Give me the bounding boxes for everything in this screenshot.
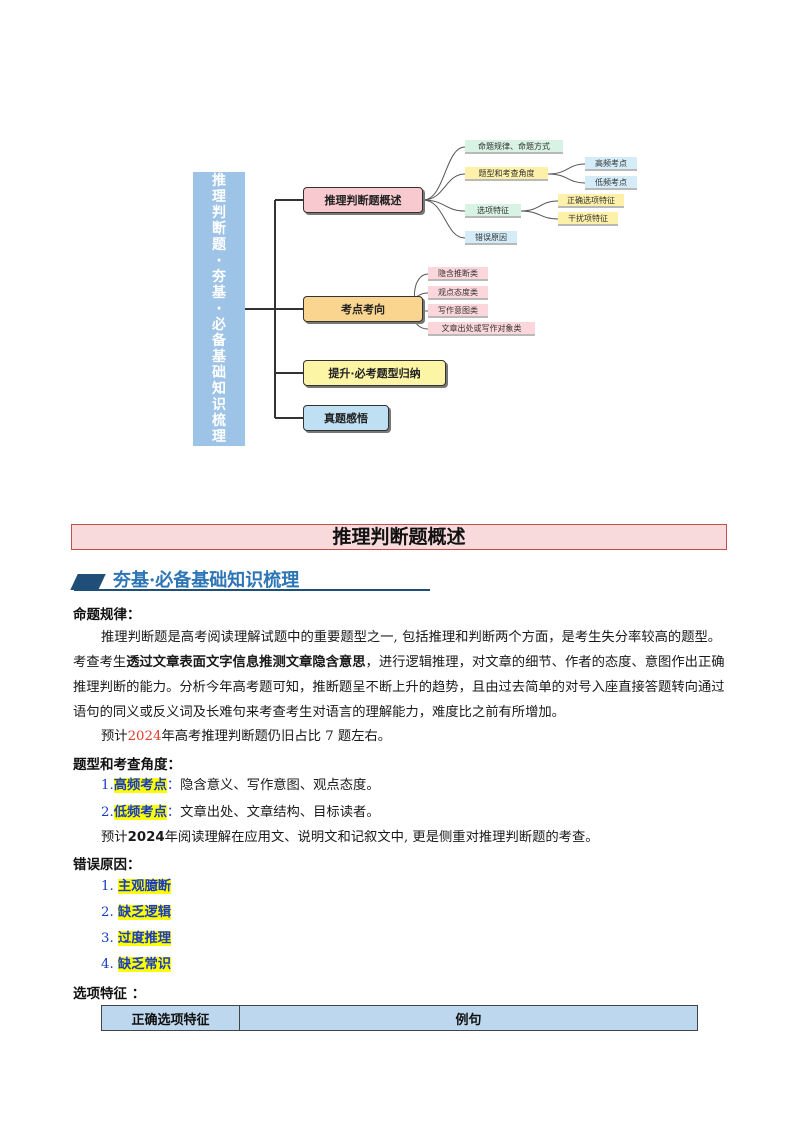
leaf-xiezuo: 写作意图类	[428, 304, 488, 318]
error-item: 1. 主观臆断	[101, 874, 172, 899]
branch-kaodian-label: 考点考向	[341, 303, 385, 316]
low-freq-label: 低频考点	[113, 805, 167, 820]
error-item: 3. 过度推理	[101, 926, 172, 951]
leaf-label: 观点态度类	[438, 287, 478, 297]
option-table: 正确选项特征 例句	[101, 1005, 698, 1031]
leaf-ganrao: 干扰项特征	[558, 212, 618, 226]
angle-label: 题型和考查角度：	[73, 757, 181, 773]
subheading: 夯基·必备基础知识梳理	[113, 570, 300, 591]
list-number: 2.	[101, 805, 114, 820]
mind-map-root: 推理判断题·夯基·必备基础知识梳理	[193, 172, 245, 446]
forecast-text: 年阅读理解在应用文、说明文和记叙文中, 更是侧重对推理判断题的考查。	[164, 830, 599, 845]
leaf-dipin: 低频考点	[585, 176, 637, 190]
leaf-label: 文章出处或写作对象类	[441, 323, 522, 333]
leaf-tixing-jiaodu: 题型和考查角度	[465, 167, 548, 181]
leaf-mingti-guilv: 命题规律、命题方式	[465, 140, 563, 154]
leaf-label: 选项特征	[477, 205, 509, 215]
angle-forecast: 预计2024年阅读理解在应用文、说明文和记叙文中, 更是侧重对推理判断题的考查。	[101, 825, 599, 850]
rule-emphasis: 透过文章表面文字信息推测文章隐含意思	[126, 655, 366, 670]
error-item: 4. 缺乏常识	[101, 952, 172, 977]
high-freq-line: 1.高频考点：隐含意义、写作意图、观点态度。	[101, 773, 380, 798]
forecast-text: 预计	[101, 729, 128, 744]
leaf-xuanxiang-tezheng: 选项特征	[465, 204, 521, 218]
error-text: 缺乏常识	[117, 957, 172, 972]
list-number: 3.	[101, 931, 114, 946]
leaf-label: 正确选项特征	[567, 195, 615, 205]
leaf-chuchu: 文章出处或写作对象类	[428, 322, 535, 336]
colon: ：	[166, 805, 181, 820]
leaf-cuowu-yuanyin: 错误原因	[465, 231, 517, 245]
leaf-label: 命题规律、命题方式	[478, 141, 550, 151]
table-header-row: 正确选项特征 例句	[101, 1005, 698, 1031]
leaf-guandian: 观点态度类	[428, 286, 488, 300]
leaf-gaopin: 高频考点	[585, 157, 637, 171]
rule-text: ，进行逻辑推理，对文章的细节、作者的态度、意图作出正确推理判断的能力。分析今年高…	[73, 655, 725, 720]
mind-map-root-label: 推理判断题·夯基·必备基础知识梳理	[212, 173, 226, 445]
forecast-text: 预计	[101, 830, 128, 845]
mind-map-connectors	[245, 146, 586, 419]
branch-overview-label: 推理判断题概述	[324, 194, 402, 207]
subheading-underline	[74, 589, 430, 591]
list-number: 1.	[101, 879, 114, 894]
error-text: 缺乏逻辑	[117, 905, 172, 920]
colon: ：	[166, 778, 181, 793]
subheading-bar	[70, 574, 106, 590]
leaf-label: 写作意图类	[438, 305, 478, 315]
leaf-label: 低频考点	[595, 177, 627, 187]
leaf-label: 错误原因	[475, 232, 507, 242]
error-label: 错误原因：	[73, 857, 141, 873]
rule-text: 推理判断题是高考阅读理解试题中的重要题型之一, 包括推理和判断两个方面，是考生失…	[73, 630, 722, 670]
leaf-label: 高频考点	[595, 158, 627, 168]
forecast-text: 年高考推理判断题仍旧占比 7 题左右。	[161, 729, 392, 744]
list-number: 1.	[101, 778, 114, 793]
rule-forecast: 预计2024年高考推理判断题仍旧占比 7 题左右。	[101, 724, 391, 749]
error-item: 2. 缺乏逻辑	[101, 900, 172, 925]
branch-overview: 推理判断题概述	[303, 187, 423, 213]
branch-tisheng-label: 提升·必考题型归纳	[328, 367, 421, 380]
rule-paragraph: 推理判断题是高考阅读理解试题中的重要题型之一, 包括推理和判断两个方面，是考生失…	[73, 625, 729, 725]
leaf-zhengque: 正确选项特征	[558, 194, 624, 208]
table-header-example: 例句	[239, 1005, 698, 1031]
mind-map: 推理判断题·夯基·必备基础知识梳理 推理判断题概述 考点考向 提升·必考题型归纳…	[0, 0, 800, 460]
branch-tisheng: 提升·必考题型归纳	[303, 360, 446, 386]
forecast-year: 2024	[127, 830, 165, 845]
table-header-correct: 正确选项特征	[101, 1005, 240, 1031]
leaf-label: 题型和考查角度	[478, 168, 535, 178]
branch-zhenti-label: 真题感悟	[324, 412, 368, 425]
error-text: 主观臆断	[117, 879, 172, 894]
list-number: 4.	[101, 957, 114, 972]
leaf-yinhan: 隐含推断类	[428, 267, 488, 281]
rule-label: 命题规律：	[73, 607, 141, 623]
error-text: 过度推理	[117, 931, 172, 946]
leaf-label: 隐含推断类	[438, 268, 478, 278]
branch-zhenti: 真题感悟	[303, 405, 389, 431]
high-freq-label: 高频考点	[113, 778, 167, 793]
leaf-label: 干扰项特征	[568, 213, 608, 223]
option-label: 选项特征 ：	[73, 986, 146, 1002]
forecast-year: 2024	[127, 729, 162, 744]
low-freq-line: 2.低频考点：文章出处、文章结构、目标读者。	[101, 800, 380, 825]
list-number: 2.	[101, 905, 114, 920]
branch-kaodian: 考点考向	[303, 296, 423, 322]
high-freq-text: 隐含意义、写作意图、观点态度。	[180, 778, 380, 793]
section-banner: 推理判断题概述	[71, 524, 727, 550]
low-freq-text: 文章出处、文章结构、目标读者。	[180, 805, 380, 820]
